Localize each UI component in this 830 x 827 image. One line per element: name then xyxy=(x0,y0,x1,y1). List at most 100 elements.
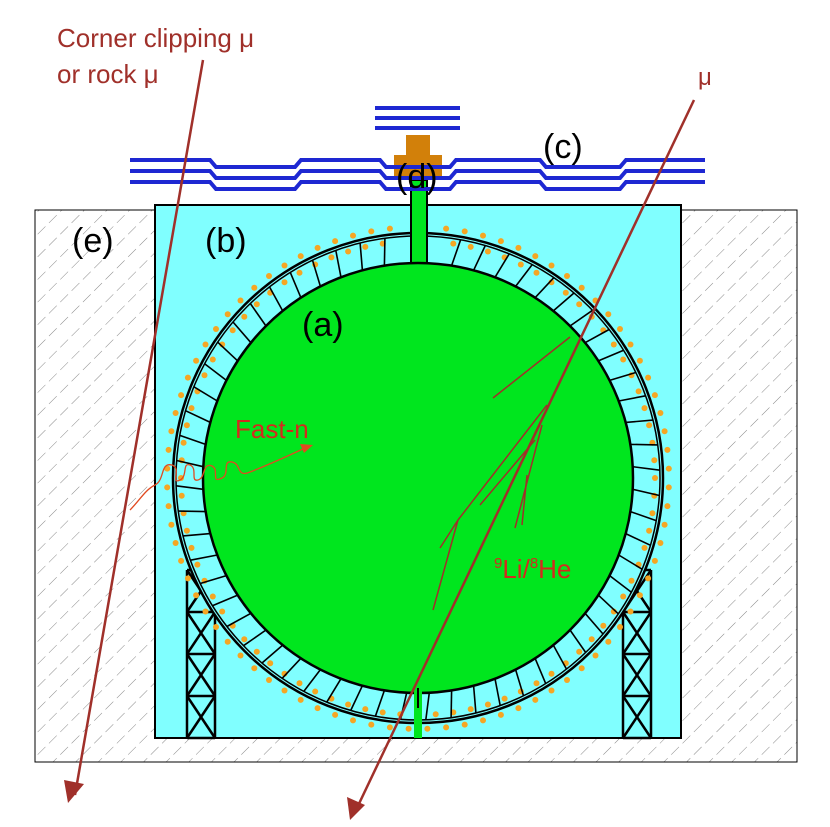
support-spoke xyxy=(597,594,619,615)
pmt-dot xyxy=(281,262,288,269)
li-superscript: 9 xyxy=(494,555,502,572)
li-he-label: 9Li/8He xyxy=(494,554,571,584)
truss-member xyxy=(621,695,653,739)
support-spoke xyxy=(494,253,510,278)
support-spoke xyxy=(175,485,204,491)
pmt-dot xyxy=(627,341,634,348)
pmt-dot xyxy=(312,688,319,695)
pmt-dot xyxy=(443,724,450,731)
pmt-dot xyxy=(405,725,412,732)
pmt-dot xyxy=(564,677,570,683)
pmt-dot xyxy=(600,622,607,629)
pmt-dot xyxy=(241,636,248,643)
pmt-dot xyxy=(443,225,450,232)
pmt-dot xyxy=(165,446,172,453)
support-spoke xyxy=(630,443,658,446)
pmt-dot xyxy=(661,521,668,528)
pmt-dot xyxy=(532,696,539,703)
pmt-dot xyxy=(641,405,648,412)
pmt-dot xyxy=(165,503,172,510)
pmt-dot xyxy=(209,593,216,600)
pmt-dot xyxy=(664,503,671,510)
pmt-dot xyxy=(651,457,658,464)
pmt-dot xyxy=(636,357,643,364)
pmt-dot xyxy=(652,475,658,481)
pmt-dot xyxy=(620,356,627,363)
pmt-dot xyxy=(193,592,200,599)
truss-member xyxy=(621,653,653,697)
pmt-dot xyxy=(266,273,272,279)
support-spoke xyxy=(268,286,284,312)
pmt-dot xyxy=(224,311,231,318)
pmt-dot xyxy=(651,392,658,399)
pmt-dot xyxy=(237,652,244,659)
support-spoke xyxy=(450,239,462,266)
support-spoke xyxy=(226,612,252,628)
support-spoke xyxy=(534,277,555,299)
pmt-dot xyxy=(641,544,648,551)
support-spoke xyxy=(609,574,632,593)
pmt-dot xyxy=(219,608,226,615)
support-spoke xyxy=(552,292,575,312)
pmt-dot xyxy=(178,492,185,499)
pmt-dot xyxy=(578,665,585,672)
pmt-dot xyxy=(237,297,244,304)
pmt-dot xyxy=(548,262,555,269)
pmt-dot xyxy=(314,244,321,251)
pmt-dot xyxy=(578,284,585,291)
pmt-dot xyxy=(588,636,595,643)
pmt-dot xyxy=(665,484,672,491)
pmt-dot xyxy=(350,232,356,239)
support-spoke xyxy=(597,349,624,362)
pmt-dot xyxy=(184,374,191,381)
corner-muon-arrowhead xyxy=(64,780,84,803)
support-spoke xyxy=(349,685,364,711)
rock-muon-label: or rock μ xyxy=(57,59,159,89)
muon-arrowhead xyxy=(347,797,365,820)
calibration-unit xyxy=(406,135,430,157)
pmt-dot xyxy=(497,238,504,245)
pmt-dot xyxy=(480,717,486,724)
truss-member xyxy=(621,611,653,655)
he-text: He xyxy=(538,554,571,584)
pmt-dot xyxy=(665,465,672,472)
support-spoke xyxy=(569,629,587,653)
pmt-dot xyxy=(501,695,508,702)
support-spoke xyxy=(179,434,206,446)
pmt-dot xyxy=(184,575,191,582)
pmt-dot xyxy=(661,428,668,435)
pmt-dot xyxy=(178,392,185,399)
support-spoke xyxy=(630,510,657,522)
support-spoke xyxy=(472,245,487,271)
pmt-dot xyxy=(461,228,468,235)
pmt-dot xyxy=(180,439,187,446)
pmt-dot xyxy=(178,557,185,564)
pmt-dot xyxy=(645,575,652,582)
pmt-dot xyxy=(651,557,658,564)
support-spoke xyxy=(534,657,547,684)
pmt-dot xyxy=(386,225,393,232)
pmt-dot xyxy=(484,701,491,708)
support-spoke xyxy=(514,264,533,287)
truss-member xyxy=(185,653,217,697)
pmt-dot xyxy=(484,248,491,255)
pmt-dot xyxy=(253,648,260,655)
pmt-dot xyxy=(533,680,540,687)
fast-neutron-arrowhead xyxy=(300,444,313,453)
support-spoke xyxy=(625,419,654,424)
pmt-dot xyxy=(368,721,375,728)
support-spoke xyxy=(217,341,239,362)
pmt-dot xyxy=(201,372,208,379)
pmt-dot xyxy=(350,717,356,724)
pmt-dot xyxy=(332,711,339,718)
pmt-dot xyxy=(645,374,652,381)
pmt-dot xyxy=(281,687,288,694)
support-spoke xyxy=(204,363,227,382)
pmt-dot xyxy=(194,561,201,568)
pmt-dot xyxy=(266,677,272,683)
pmt-dot xyxy=(172,410,179,416)
support-spoke xyxy=(193,386,218,402)
pmt-dot xyxy=(251,284,258,291)
pmt-dot xyxy=(314,705,321,712)
pmt-dot xyxy=(164,484,171,491)
